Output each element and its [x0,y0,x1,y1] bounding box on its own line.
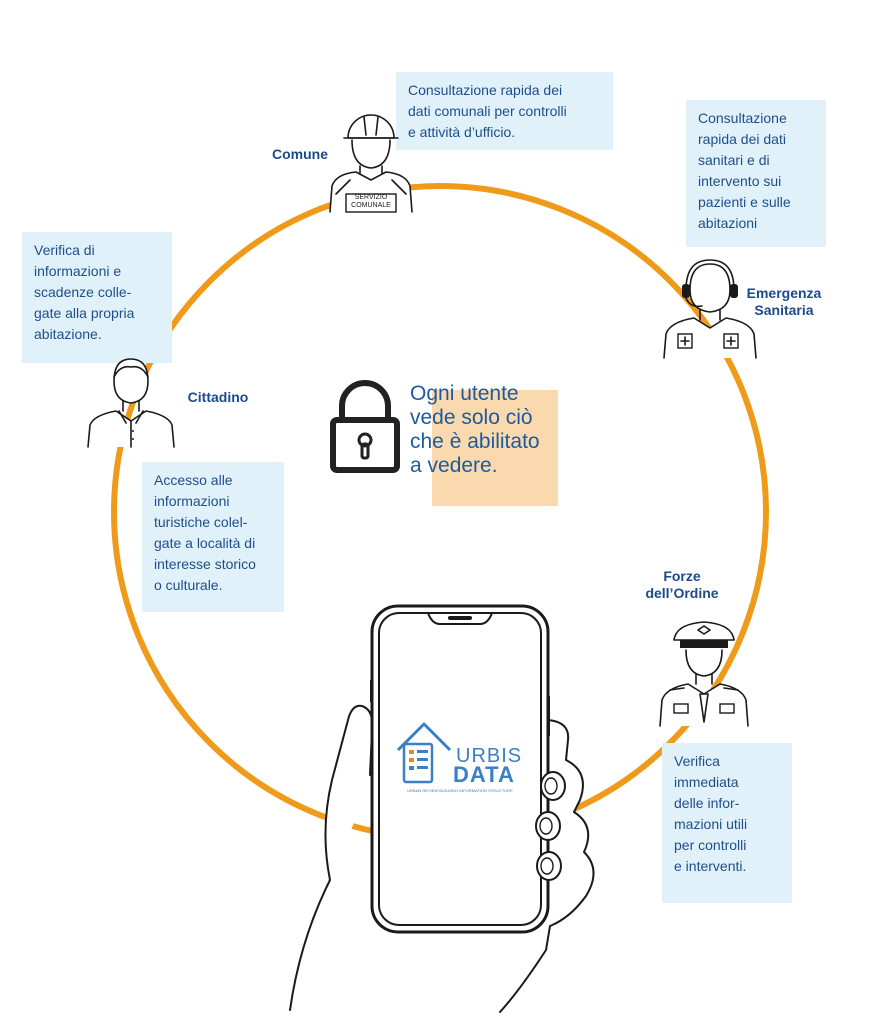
comune-info-box: Consultazione rapida dei dati comunali p… [396,72,613,150]
central-message: Ogni utente vede solo ciò che è abilitat… [410,382,540,477]
padlock-icon [330,380,400,473]
logo-data: DATA [453,762,515,787]
emergency-operator-icon [663,259,757,359]
role-label-forze: Forze dell’Ordine [645,568,719,601]
cittadino-info-box: Verifica di informazioni e scadenze coll… [22,232,172,363]
accent-highlight [432,390,558,506]
role-label-comune: Comune [272,146,328,162]
municipal-worker-icon [329,114,413,213]
citizen-icon [87,358,175,448]
app-logo-icon [396,722,452,784]
role-label-cittadino: Cittadino [187,389,249,405]
role-label-emergenza: Emergenza Sanitaria [746,285,822,318]
turista-info-box: Accesso alle informazioni turistiche col… [142,462,284,612]
logo-tagline: URBAN REVIEW BUILDING INFORMATION STRUCT… [407,788,513,793]
smartphone[interactable] [370,604,550,934]
logo-urbis: URBIS [456,745,523,767]
emergenza-info-box: Consultazione rapida dei dati sanitari e… [686,100,826,247]
service-badge: SERVIZIO COMUNALE [351,194,391,209]
forze-info-box: Verifica immediata delle infor- mazioni … [662,743,792,903]
police-officer-icon [659,621,749,727]
